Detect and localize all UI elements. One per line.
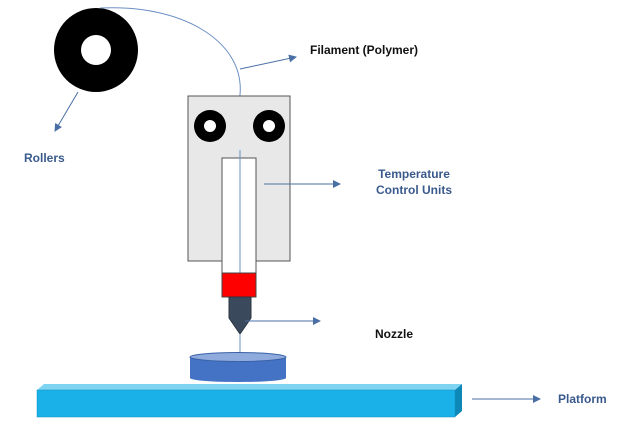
nozzle-tip-icon (228, 296, 252, 335)
build-platform (36, 384, 462, 418)
platform-label: Platform (558, 392, 607, 406)
nozzle-label: Nozzle (375, 327, 414, 341)
filament-pointer-arrow (239, 54, 297, 70)
filament-spool-icon (54, 8, 138, 92)
filament-strand (99, 7, 241, 355)
heater-block (221, 272, 257, 298)
heating-channel (221, 157, 257, 274)
temperature-label-line1: Temperature (378, 167, 450, 181)
printed-part (189, 352, 287, 382)
temperature-label-line2: Control Units (376, 183, 452, 197)
drive-roller-right-icon (253, 110, 285, 142)
temperature-label: Temperature Control Units (364, 166, 464, 198)
filament-label: Filament (Polymer) (310, 43, 419, 57)
rollers-pointer-arrow (54, 91, 79, 132)
drive-roller-left-icon (194, 110, 226, 142)
rollers-label: Rollers (24, 151, 65, 165)
